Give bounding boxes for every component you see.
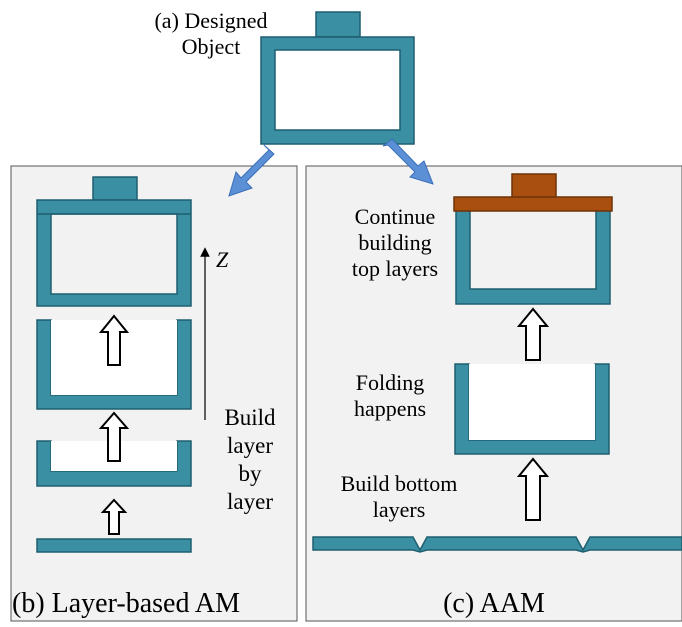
top-label-2: building bbox=[358, 230, 432, 255]
top-label-1: Continue bbox=[354, 204, 436, 229]
folding-happens-label: Folding happens bbox=[335, 370, 445, 422]
up-outline-arrow-icon bbox=[98, 411, 130, 462]
up-outline-arrow-icon bbox=[98, 314, 130, 366]
side-label-3: by bbox=[238, 461, 262, 486]
up-outline-arrow-icon bbox=[100, 498, 128, 535]
z-axis-label: Z bbox=[216, 247, 229, 272]
flat-sheet-with-grooves bbox=[312, 536, 682, 553]
designed-object-label: (a) Designed Object bbox=[126, 8, 296, 60]
mid-label-1: Folding bbox=[355, 370, 425, 395]
bottom-label-2: layers bbox=[372, 497, 426, 522]
side-label-2: layer bbox=[227, 433, 273, 458]
folded-cup-right bbox=[454, 363, 610, 455]
caption-layer-based-am: (b) Layer-based AM bbox=[12, 588, 241, 619]
base-layer-left bbox=[36, 538, 192, 553]
down-arrow-icon bbox=[228, 144, 275, 197]
caption-aam: (c) AAM bbox=[443, 588, 545, 619]
build-bottom-layers-label: Build bottom layers bbox=[312, 471, 486, 523]
bottom-label-1: Build bottom bbox=[340, 471, 458, 496]
complete-part-right bbox=[453, 173, 613, 305]
up-outline-arrow-icon bbox=[516, 457, 550, 521]
top-label-3: top layers bbox=[351, 256, 439, 281]
down-arrow-icon bbox=[382, 138, 434, 185]
designed-object bbox=[260, 11, 415, 145]
designed-object-label-line2: Object bbox=[181, 34, 241, 59]
side-label-4: layer bbox=[227, 489, 273, 514]
up-outline-arrow-icon bbox=[516, 307, 550, 361]
designed-object-label-line1: (a) Designed bbox=[154, 8, 268, 33]
complete-part-left bbox=[36, 176, 192, 307]
side-label-1: Build bbox=[224, 405, 276, 430]
continue-building-label: Continue building top layers bbox=[330, 204, 460, 282]
build-layer-by-layer-label: Build layer by layer bbox=[212, 404, 288, 516]
mid-label-2: happens bbox=[353, 396, 427, 421]
